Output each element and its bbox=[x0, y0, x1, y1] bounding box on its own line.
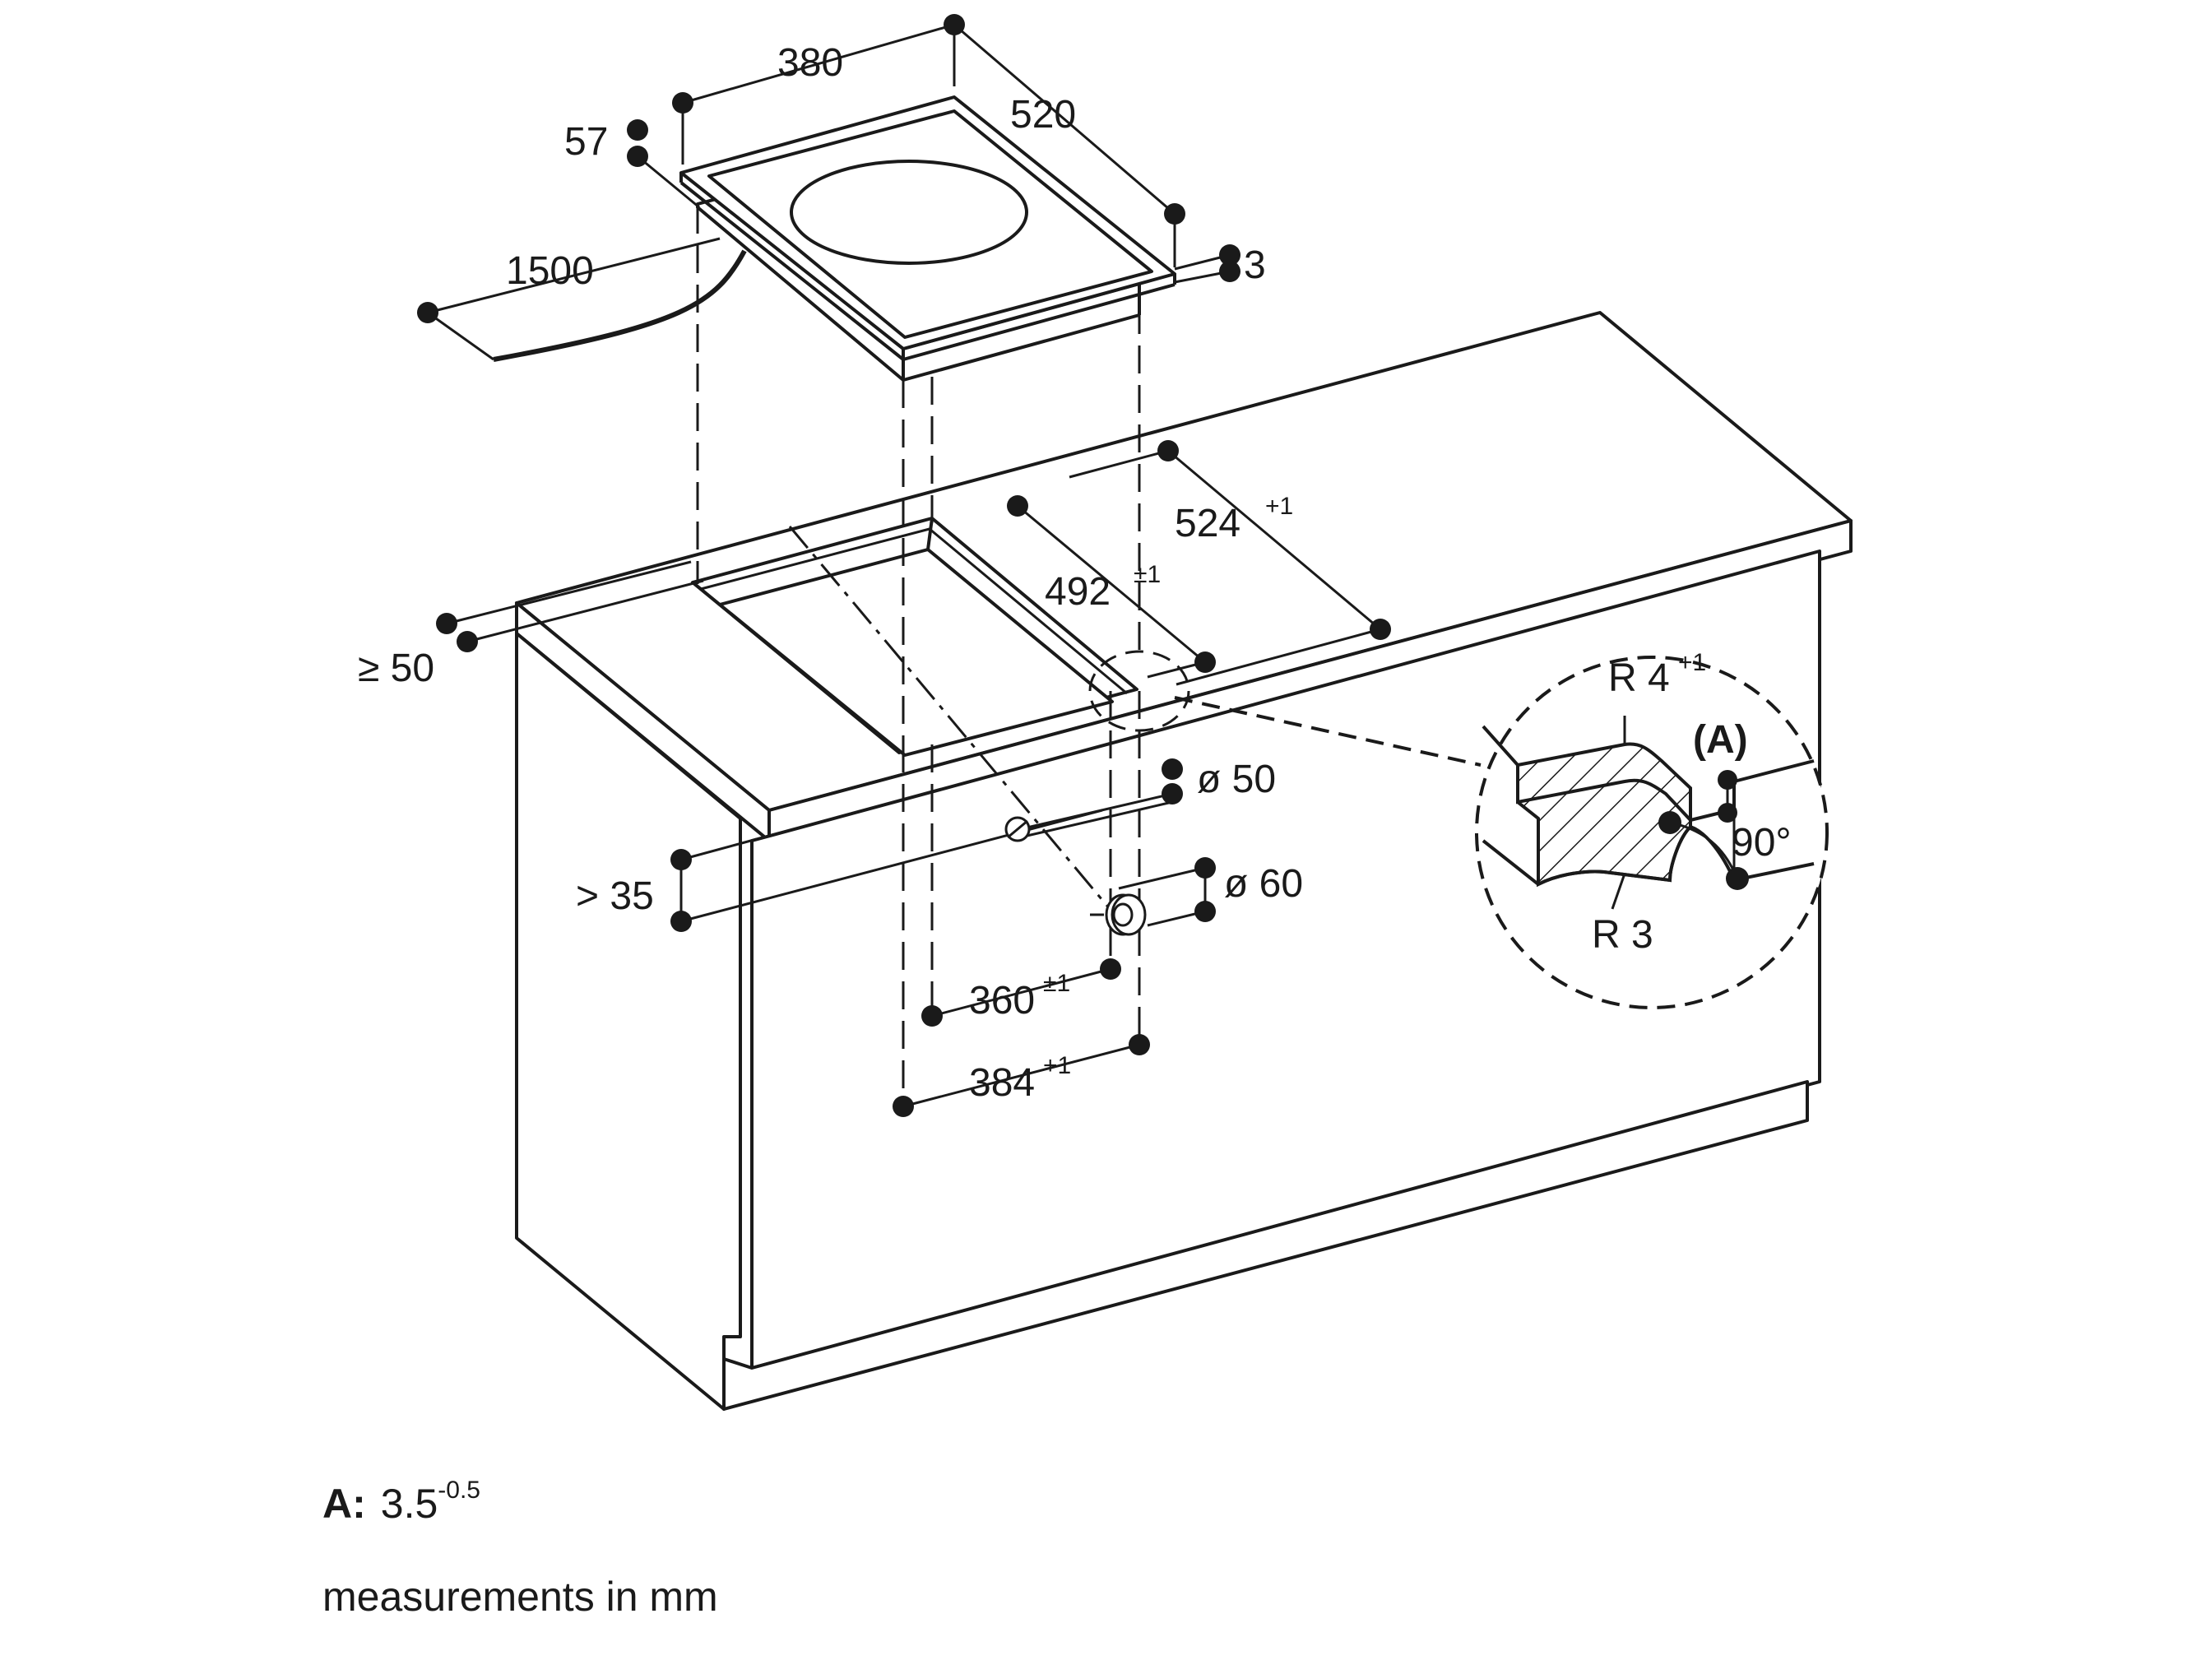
label-radius-top-tol: +1 bbox=[1678, 649, 1706, 676]
cooktop-glass-inner bbox=[707, 109, 1153, 339]
label-depth: 520 bbox=[1010, 93, 1076, 137]
worktop-cutout bbox=[691, 517, 1138, 757]
label-cutout-depth: 524 bbox=[1175, 502, 1240, 545]
detail-callout-circle bbox=[1088, 650, 1190, 732]
cabinet-plinth bbox=[722, 1080, 1809, 1411]
projection-lines bbox=[696, 206, 1141, 1094]
units-note: measurements in mm bbox=[322, 1574, 718, 1620]
label-inner-depth: 492 bbox=[1045, 570, 1111, 614]
note-a-key: A: bbox=[322, 1481, 366, 1527]
power-cable bbox=[493, 249, 747, 362]
label-inner-depth-tol: ±1 bbox=[1134, 561, 1161, 588]
note-a-tolerance: -0.5 bbox=[438, 1477, 480, 1504]
edge-detail-view bbox=[1475, 656, 1829, 1009]
cable-holes bbox=[1004, 816, 1147, 936]
label-hole-small: ø 50 bbox=[1197, 758, 1276, 801]
label-frame: 3 bbox=[1244, 243, 1266, 287]
label-radius-bottom: R 3 bbox=[1592, 913, 1653, 957]
label-width: 380 bbox=[777, 41, 843, 85]
label-cable-length: 1500 bbox=[506, 249, 594, 293]
hole-60 bbox=[1090, 893, 1147, 936]
cooktop-appliance bbox=[679, 95, 1176, 382]
label-cutout-width-tol: +1 bbox=[1043, 1052, 1071, 1079]
cooking-zone bbox=[790, 160, 1028, 265]
detail-profile-bottom bbox=[1482, 824, 1815, 887]
label-radius-top: R 4 bbox=[1608, 656, 1670, 700]
label-edge-distance: ≥ 50 bbox=[358, 647, 434, 690]
label-cutout-depth-tol: +1 bbox=[1265, 493, 1293, 520]
dimension-lines bbox=[427, 23, 1482, 1108]
label-inner-width: 360 bbox=[969, 979, 1035, 1022]
label-cutout-width: 384 bbox=[969, 1061, 1035, 1105]
label-detail-marker: (A) bbox=[1693, 718, 1748, 762]
label-angle: 90° bbox=[1732, 821, 1792, 865]
dimension-end-dots bbox=[417, 14, 1391, 1117]
label-hole-distance: > 35 bbox=[576, 874, 654, 918]
dimension-labels: 380 520 57 1500 3 524 +1 492 ±1 ≥ 50 ø 5… bbox=[358, 41, 1303, 1105]
label-inner-width-tol: ±1 bbox=[1043, 970, 1070, 997]
label-hole-large: ø 60 bbox=[1224, 862, 1303, 906]
detail-labels: R 4 +1 (A) 90° R 3 bbox=[1592, 649, 1792, 957]
label-height: 57 bbox=[564, 120, 608, 164]
note-a: A: 3.5-0.5 bbox=[322, 1477, 480, 1528]
cutout-inner-opening bbox=[718, 548, 1114, 757]
note-a-value: 3.5 bbox=[380, 1481, 438, 1527]
